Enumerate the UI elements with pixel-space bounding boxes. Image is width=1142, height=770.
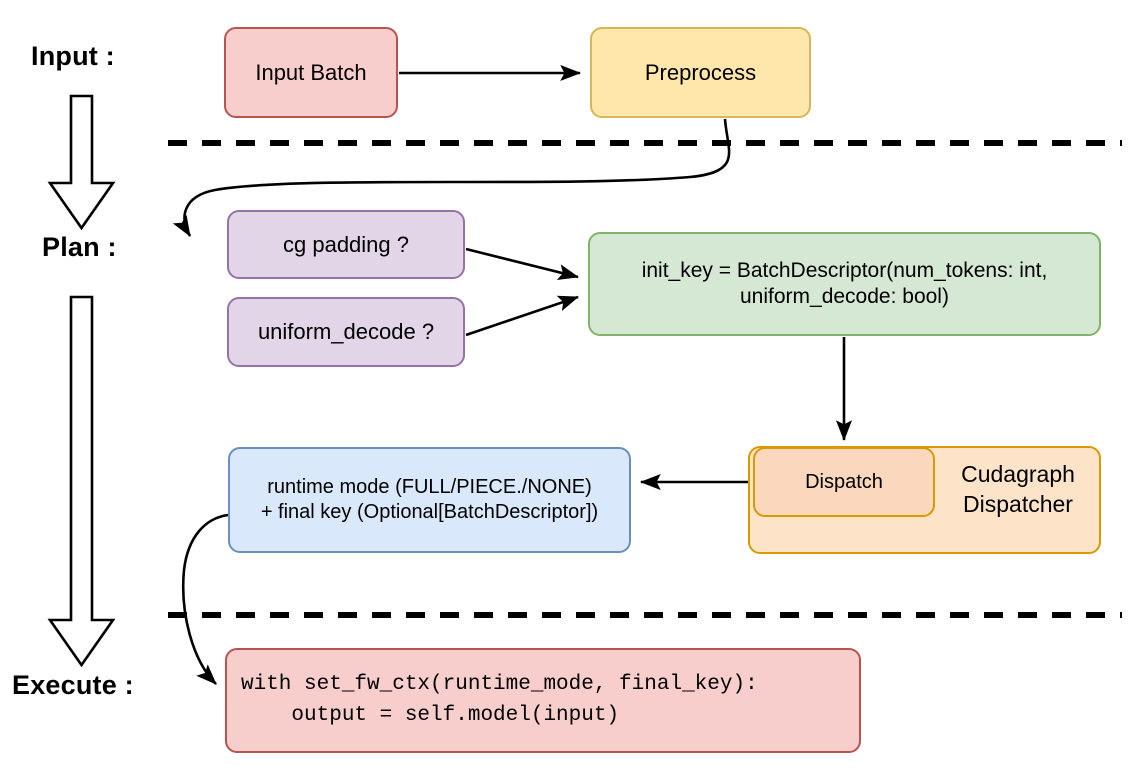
edge-uniform-decode-to-init-key <box>465 295 579 337</box>
node-execute-code[interactable]: with set_fw_ctx(runtime_mode, final_key)… <box>225 648 861 753</box>
node-preprocess[interactable]: Preprocess <box>590 27 811 118</box>
stage-label-input: Input : <box>31 41 115 71</box>
edge-runtime-mode-to-code <box>182 513 229 685</box>
stage-arrow-plan-to-execute <box>47 295 116 668</box>
node-dispatch[interactable]: Dispatch <box>753 447 935 517</box>
node-cg-padding[interactable]: cg padding ? <box>227 210 465 279</box>
edge-cg-padding-to-init-key <box>465 247 580 281</box>
node-init-key[interactable]: init_key = BatchDescriptor(num_tokens: i… <box>588 232 1101 336</box>
stage-label-plan: Plan : <box>42 232 117 262</box>
stage-label-execute: Execute : <box>12 670 134 700</box>
stage-arrow-input-to-plan <box>47 94 116 231</box>
node-runtime-mode[interactable]: runtime mode (FULL/PIECE./NONE) + final … <box>228 447 631 553</box>
node-input-batch[interactable]: Input Batch <box>224 27 398 118</box>
node-cudagraph-dispatcher-label: Cudagraph Dispatcher <box>961 461 1075 517</box>
edge-preprocess-to-cg-padding <box>172 118 731 237</box>
node-uniform-decode[interactable]: uniform_decode ? <box>227 297 465 367</box>
